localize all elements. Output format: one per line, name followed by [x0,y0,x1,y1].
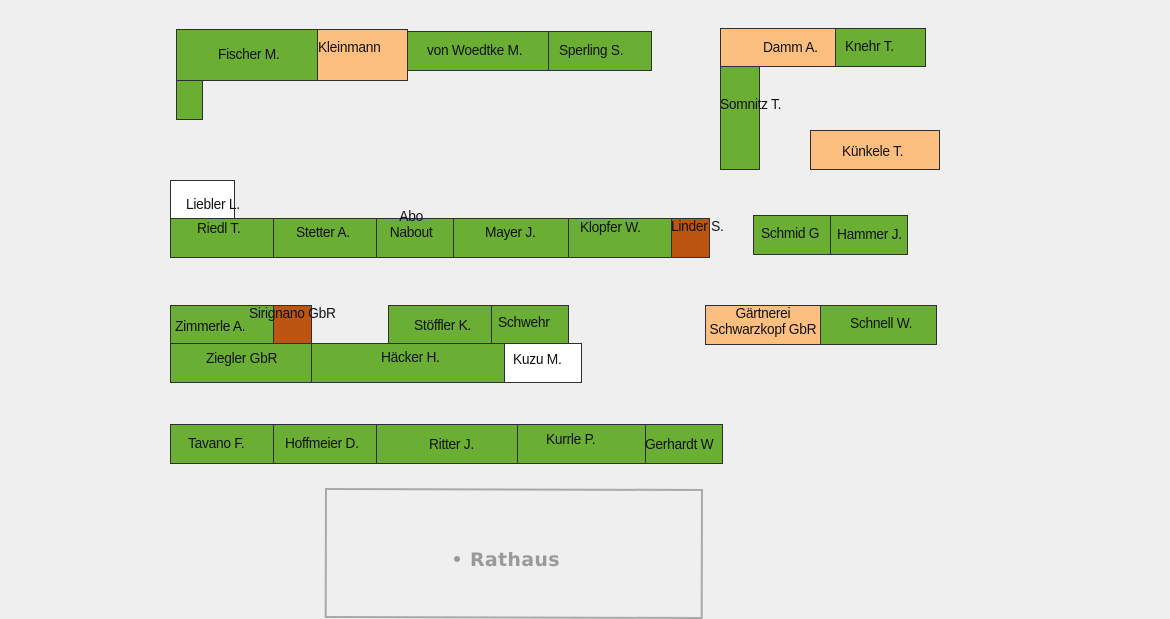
stall-ziegler[interactable] [170,343,312,383]
stall-schmid[interactable] [753,215,832,255]
stall-fischer-ext[interactable] [176,80,203,120]
stall-knehr[interactable] [835,28,926,67]
stall-kleinmann[interactable] [317,29,408,81]
stall-zimmerle[interactable] [170,305,274,345]
stall-damm[interactable] [720,28,836,67]
stall-von-woedtke[interactable] [407,31,549,71]
stall-linder[interactable] [671,218,710,258]
stall-kuenkele[interactable] [810,130,940,170]
stall-fischer[interactable] [176,29,318,81]
stall-hoffmeier[interactable] [273,424,377,464]
rathaus-name: Rathaus [470,549,560,571]
stall-gerhardt[interactable] [645,424,723,464]
stall-mayer[interactable] [453,218,569,258]
stall-hammer[interactable] [830,215,908,255]
bullet-icon [454,555,460,562]
stall-stoeffler[interactable] [388,305,492,345]
stall-abo-nabout[interactable] [376,218,454,258]
stall-sperling[interactable] [548,31,652,71]
stall-stetter[interactable] [273,218,377,258]
stall-liebler[interactable] [170,180,235,219]
stall-somnitz[interactable] [720,66,760,170]
stall-schwehr[interactable] [491,305,569,345]
stall-ritter[interactable] [376,424,518,464]
stall-sirignano[interactable] [273,305,312,345]
stall-klopfer[interactable] [568,218,672,258]
stall-kurrle[interactable] [517,424,646,464]
stall-gaertnerei[interactable] [705,305,821,345]
stall-kuzu[interactable] [504,343,582,383]
rathaus-label: Rathaus [454,549,560,571]
stall-riedl[interactable] [170,218,274,258]
stall-tavano[interactable] [170,424,274,464]
stall-haecker[interactable] [311,343,505,383]
stall-schnell[interactable] [820,305,937,345]
